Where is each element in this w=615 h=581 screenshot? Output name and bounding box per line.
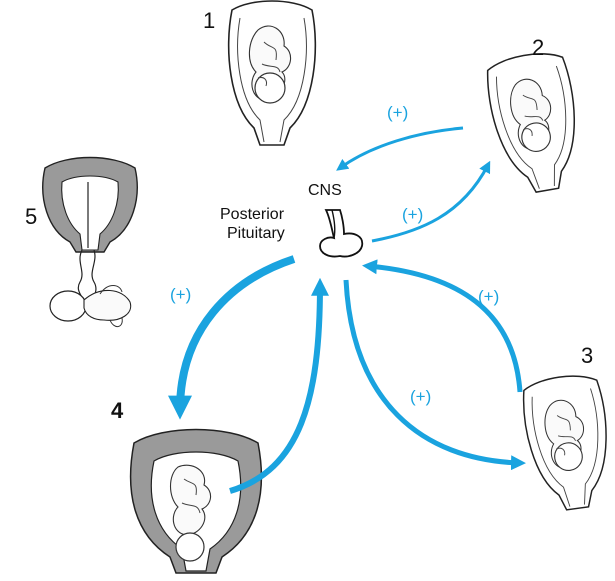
stage-number-5: 5	[25, 204, 38, 229]
stage-2-uterus-icon	[482, 47, 589, 199]
arrow-stage3-to-pituitary	[362, 259, 523, 393]
feedback-label-stage3-pituitary: (+)	[478, 287, 500, 306]
pituitary-label: Pituitary	[227, 225, 285, 242]
posterior-label: Posterior	[220, 206, 285, 223]
posterior-pituitary-icon	[319, 209, 364, 258]
feedback-label-pituitary-stage2: (+)	[402, 205, 424, 224]
arrow-pituitary-to-stage4	[168, 255, 296, 420]
arrow-pituitary-to-stage2	[371, 160, 491, 243]
feedback-label-stage2-cns: (+)	[387, 103, 409, 122]
stage-3-uterus-icon	[518, 370, 615, 515]
stage-number-2: 2	[532, 35, 545, 60]
cns-label: CNS	[308, 182, 342, 199]
feedback-label-pituitary-stage4: (+)	[170, 285, 192, 304]
stage-number-4: 4	[111, 398, 124, 423]
stage-number-3: 3	[581, 343, 594, 368]
arrow-stage4-to-pituitary	[229, 277, 329, 494]
stage-5-delivered-infant-icon	[42, 156, 138, 327]
stage-number-1: 1	[203, 8, 216, 33]
arrow-stage2-to-cns	[336, 126, 464, 171]
arrow-pituitary-to-stage3	[343, 279, 526, 471]
feedback-label-pituitary-stage3: (+)	[410, 387, 432, 406]
arrows-layer	[168, 126, 526, 494]
stage-1-uterus-icon	[227, 0, 317, 146]
stage-4-uterus-icon	[129, 428, 263, 574]
